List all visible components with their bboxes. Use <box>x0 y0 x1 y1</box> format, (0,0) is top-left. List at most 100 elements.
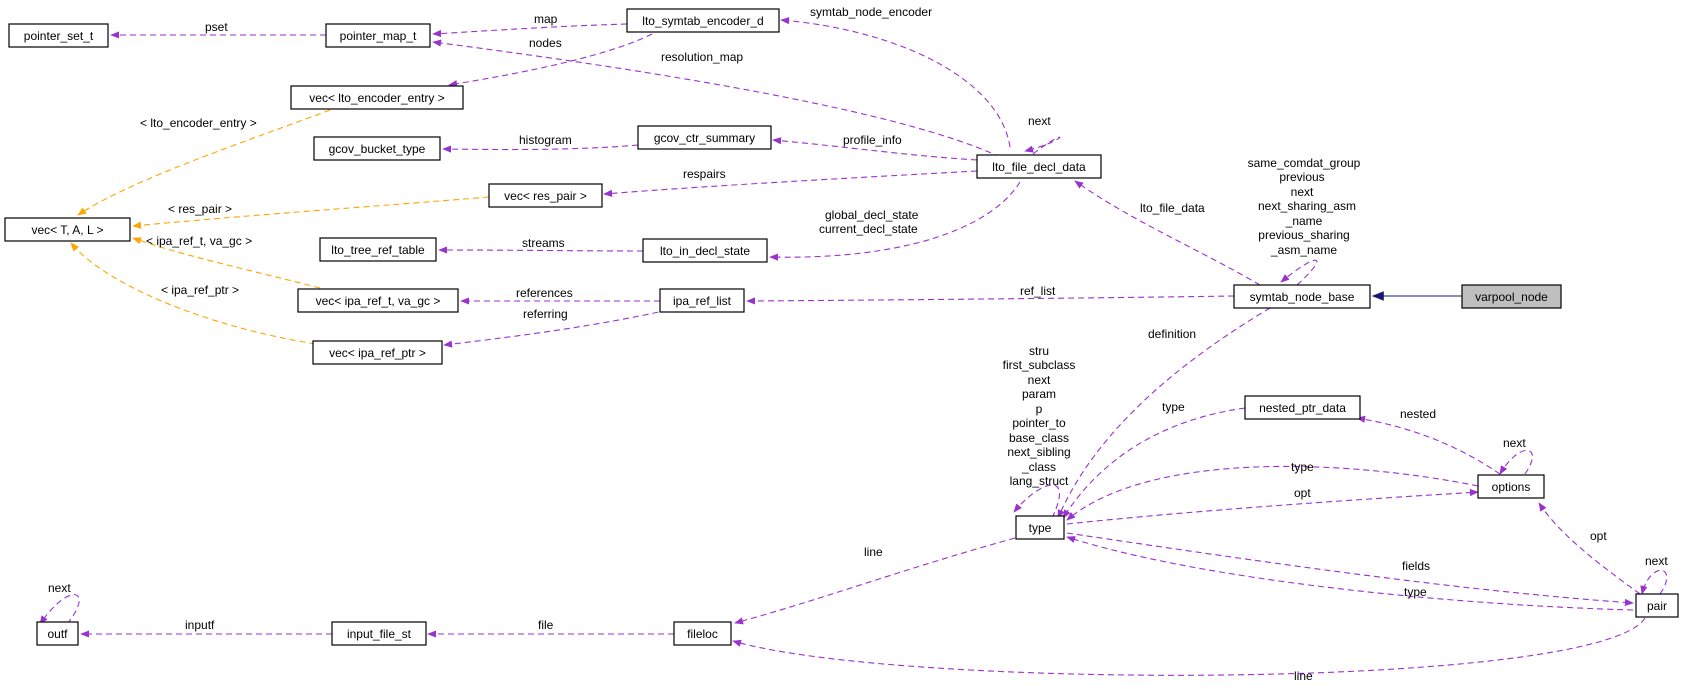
label-symtab-node-encoder: symtab_node_encoder <box>810 5 932 19</box>
edge-next-lto-self <box>1024 136 1061 155</box>
edge-next-options-self <box>1499 449 1533 475</box>
node-gcov-bucket-type[interactable]: gcov_bucket_type <box>313 136 441 161</box>
edge-next-outf-self <box>39 594 80 625</box>
edge-ipa-ref-t-va-gc <box>132 237 321 289</box>
node-varpool-node[interactable]: varpool_node <box>1461 284 1562 309</box>
edge-ref-list <box>746 295 1235 305</box>
edge-definition <box>1057 307 1271 519</box>
edge-symtab-node-encoder <box>780 17 1011 148</box>
node-outf[interactable]: outf <box>36 621 79 646</box>
svg-text:input_file_st: input_file_st <box>347 627 412 641</box>
label-map: map <box>534 12 558 26</box>
node-options[interactable]: options <box>1477 474 1545 499</box>
svg-text:next: next <box>1291 185 1314 199</box>
svg-text:vec< res_pair >: vec< res_pair > <box>504 189 587 203</box>
svg-text:vec< ipa_ref_ptr >: vec< ipa_ref_ptr > <box>329 346 426 360</box>
svg-text:first_subclass: first_subclass <box>1003 358 1076 372</box>
svg-text:_class: _class <box>1021 460 1056 474</box>
svg-text:p: p <box>1036 402 1043 416</box>
node-fileloc[interactable]: fileloc <box>673 621 732 646</box>
edge-res-pair <box>132 196 490 229</box>
label-ipa-ref-ptr: < ipa_ref_ptr > <box>161 283 239 297</box>
label-streams: streams <box>522 236 565 250</box>
label-next-lto: next <box>1028 114 1051 128</box>
svg-text:type: type <box>1029 521 1052 535</box>
svg-text:pair: pair <box>1647 599 1667 613</box>
node-symtab-node-base[interactable]: symtab_node_base <box>1233 284 1371 309</box>
svg-text:ipa_ref_list: ipa_ref_list <box>673 294 732 308</box>
label-symtab-self: same_comdat_group previous next next_sha… <box>1248 156 1361 257</box>
svg-text:pointer_to: pointer_to <box>1012 416 1066 430</box>
node-ipa-ref-list[interactable]: ipa_ref_list <box>659 288 745 313</box>
node-nested-ptr-data[interactable]: nested_ptr_data <box>1244 395 1361 420</box>
svg-text:lto_symtab_encoder_d: lto_symtab_encoder_d <box>642 14 763 28</box>
svg-text:gcov_bucket_type: gcov_bucket_type <box>329 142 426 156</box>
node-lto-in-decl-state[interactable]: lto_in_decl_state <box>642 238 768 263</box>
node-vec-t-a-l[interactable]: vec< T, A, L > <box>4 217 131 242</box>
edge-line-pair <box>732 617 1646 676</box>
edge-symtab-self <box>1280 259 1318 286</box>
svg-text:lto_tree_ref_table: lto_tree_ref_table <box>331 243 425 257</box>
label-next-outf: next <box>48 581 71 595</box>
label-next-pair: next <box>1645 554 1668 568</box>
node-vec-res-pair[interactable]: vec< res_pair > <box>488 183 603 208</box>
label-type-self: stru first_subclass next param p pointer… <box>1003 344 1076 488</box>
label-histogram: histogram <box>519 133 572 147</box>
svg-text:param: param <box>1022 387 1056 401</box>
node-gcov-ctr-summary[interactable]: gcov_ctr_summary <box>637 125 772 150</box>
edge-nodes <box>448 33 653 88</box>
svg-text:_asm_name: _asm_name <box>1270 243 1337 257</box>
edge-lto-file-data <box>1074 180 1261 286</box>
svg-text:nested_ptr_data: nested_ptr_data <box>1259 401 1346 415</box>
label-referring: referring <box>523 307 568 321</box>
svg-text:vec< ipa_ref_t, va_gc >: vec< ipa_ref_t, va_gc > <box>316 294 441 308</box>
label-ipa-ref-t-va-gc: < ipa_ref_t, va_gc > <box>146 234 252 248</box>
node-lto-file-decl-data[interactable]: lto_file_decl_data <box>976 154 1102 179</box>
label-type-nested: type <box>1162 400 1185 414</box>
svg-text:lto_in_decl_state: lto_in_decl_state <box>660 244 750 258</box>
edge-streams <box>438 246 644 254</box>
svg-text:next_sibling: next_sibling <box>1007 445 1070 459</box>
edge-lto-encoder-entry <box>77 109 331 216</box>
label-lto-encoder-entry: < lto_encoder_entry > <box>140 116 257 130</box>
node-vec-ipa-ref-t[interactable]: vec< ipa_ref_t, va_gc > <box>297 288 459 313</box>
label-opt-pair: opt <box>1590 529 1607 543</box>
svg-text:same_comdat_group: same_comdat_group <box>1248 156 1361 170</box>
edge-labels: pset map nodes symtab_node_encoder resol… <box>48 5 1668 683</box>
node-lto-tree-ref-table[interactable]: lto_tree_ref_table <box>319 237 437 262</box>
svg-text:vec< lto_encoder_entry >: vec< lto_encoder_entry > <box>309 91 444 105</box>
label-nodes: nodes <box>529 36 562 50</box>
edge-resolution-map <box>432 39 1001 158</box>
svg-text:_name: _name <box>1285 214 1323 228</box>
node-input-file-st[interactable]: input_file_st <box>331 621 427 646</box>
label-pset: pset <box>205 20 228 34</box>
svg-text:outf: outf <box>47 627 68 641</box>
edge-type-options <box>1066 465 1479 521</box>
edge-referring <box>443 309 669 348</box>
edge-fields <box>1066 532 1634 607</box>
edge-ipa-ref-ptr <box>70 242 346 349</box>
node-pointer-map-t[interactable]: pointer_map_t <box>325 23 431 48</box>
edge-profile-info <box>772 137 978 161</box>
edge-line-type <box>734 537 1016 625</box>
label-type-options: type <box>1291 460 1314 474</box>
node-pair[interactable]: pair <box>1635 593 1679 618</box>
label-references: references <box>516 286 573 300</box>
label-respairs: respairs <box>683 167 726 181</box>
label-profile-info: profile_info <box>843 133 902 147</box>
node-lto-symtab-encoder-d[interactable]: lto_symtab_encoder_d <box>626 8 780 33</box>
svg-text:next_sharing_asm: next_sharing_asm <box>1258 199 1356 213</box>
label-ref-list: ref_list <box>1020 284 1056 298</box>
edge-decl-state <box>769 181 1021 261</box>
svg-text:fileloc: fileloc <box>687 627 718 641</box>
label-file: file <box>538 618 554 632</box>
node-vec-ipa-ref-ptr[interactable]: vec< ipa_ref_ptr > <box>312 340 443 365</box>
node-type[interactable]: type <box>1015 515 1065 540</box>
node-pointer-set-t[interactable]: pointer_set_t <box>8 23 109 48</box>
edge-respairs <box>603 170 978 197</box>
label-lto-file-data: lto_file_data <box>1140 201 1205 215</box>
node-vec-lto-encoder-entry[interactable]: vec< lto_encoder_entry > <box>290 85 464 110</box>
edge-nested <box>1356 415 1501 475</box>
svg-text:pointer_map_t: pointer_map_t <box>340 29 417 43</box>
label-inputf: inputf <box>185 618 215 632</box>
